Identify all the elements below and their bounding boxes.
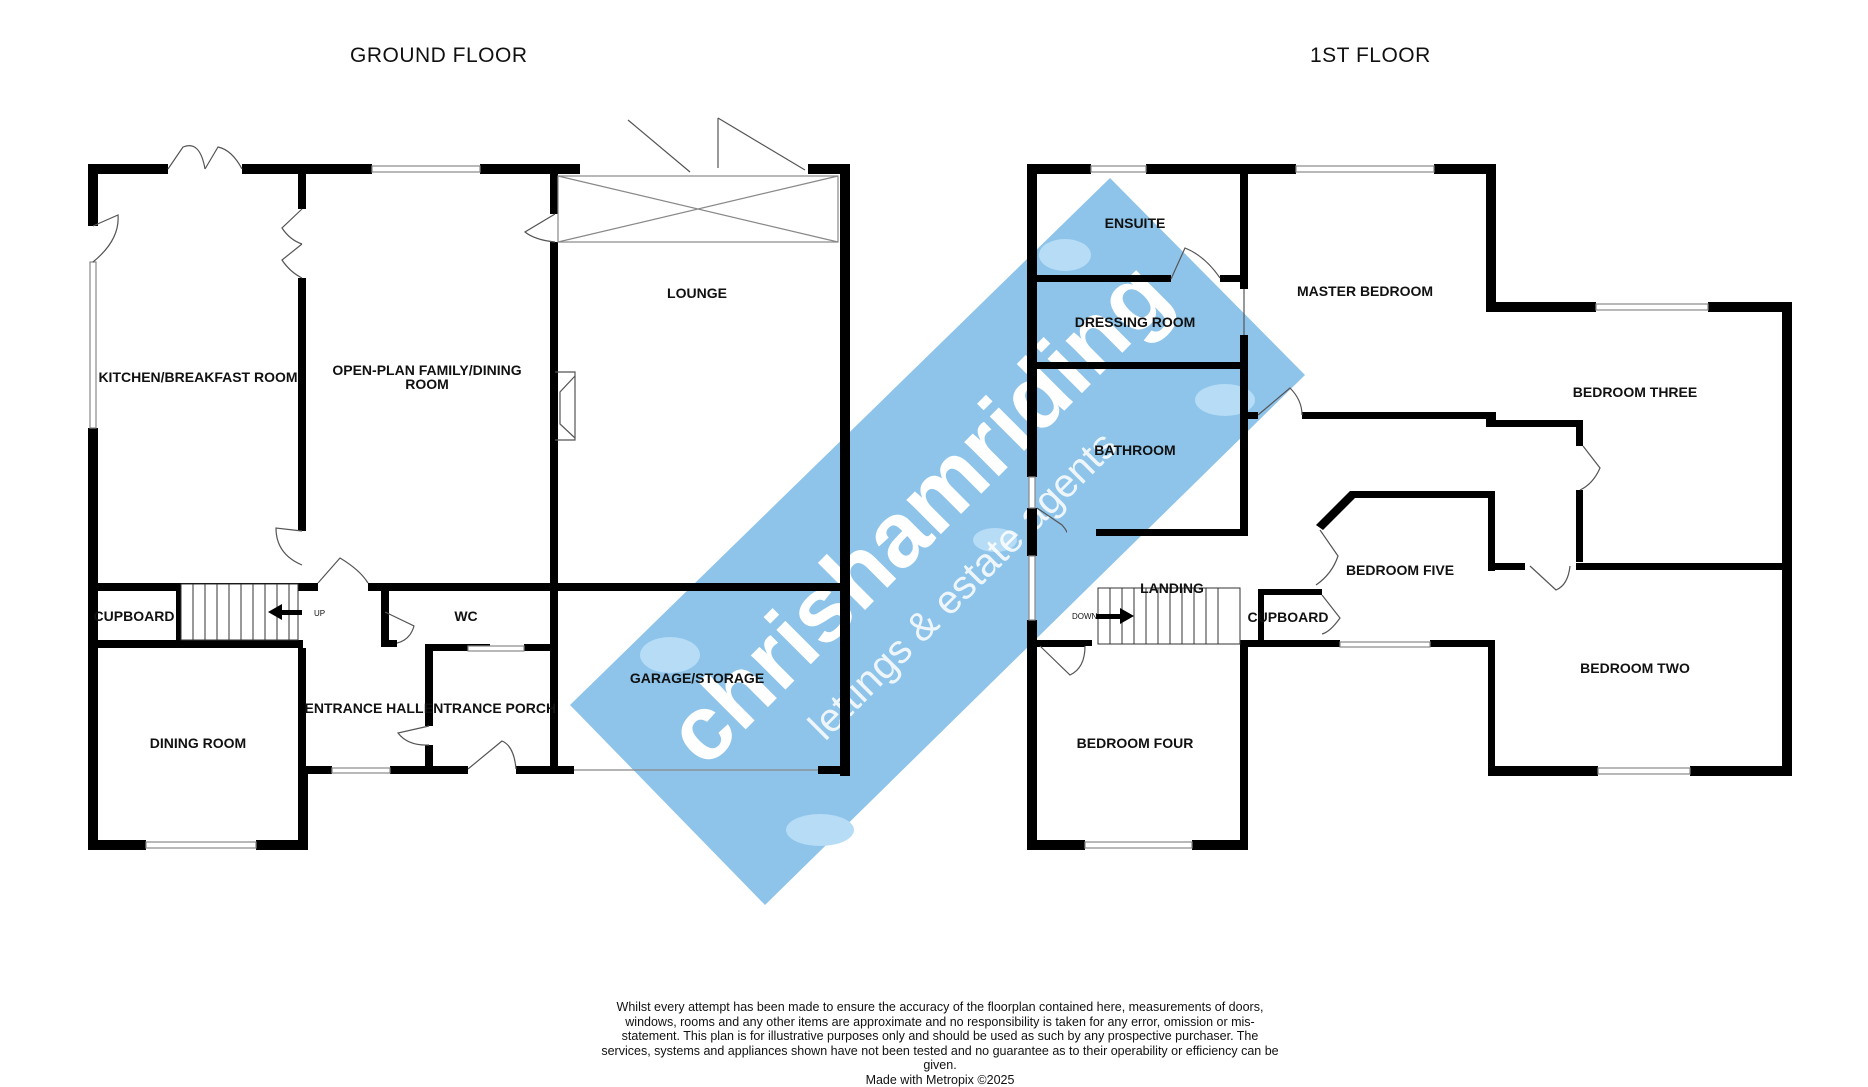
room-label-master-bedroom: MASTER BEDROOM <box>1297 283 1433 299</box>
ground-stairs <box>181 584 302 640</box>
room-label-family-dining-2: ROOM <box>405 376 449 392</box>
room-label-bedroom-two: BEDROOM TWO <box>1580 660 1690 676</box>
room-label-cupboard-first: CUPBOARD <box>1248 609 1329 625</box>
room-label-kitchen: KITCHEN/BREAKFAST ROOM <box>98 369 297 385</box>
room-label-dressing-room: DRESSING ROOM <box>1075 314 1196 330</box>
disclaimer: Whilst every attempt has been made to en… <box>600 1000 1280 1087</box>
room-label-bedroom-four: BEDROOM FOUR <box>1077 735 1194 751</box>
room-label-bedroom-five: BEDROOM FIVE <box>1346 562 1454 578</box>
room-label-lounge: LOUNGE <box>667 285 727 301</box>
stairs-up-label: UP <box>314 609 325 618</box>
room-label-dining-room: DINING ROOM <box>150 735 246 751</box>
room-label-wc: WC <box>454 608 477 624</box>
room-label-ensuite: ENSUITE <box>1105 215 1166 231</box>
stairs-down-label: DOWN <box>1072 612 1098 621</box>
room-label-bathroom: BATHROOM <box>1094 442 1175 458</box>
room-label-garage: GARAGE/STORAGE <box>630 670 764 686</box>
room-label-entrance-porch: ENTRANCE PORCH <box>424 700 556 716</box>
room-label-landing: LANDING <box>1140 580 1204 596</box>
disclaimer-text: Whilst every attempt has been made to en… <box>600 1000 1280 1073</box>
room-label-bedroom-three: BEDROOM THREE <box>1573 384 1697 400</box>
room-label-cupboard: CUPBOARD <box>94 608 175 624</box>
room-label-entrance-hall: ENTRANCE HALL <box>305 700 424 716</box>
first-stairs <box>1096 588 1240 644</box>
